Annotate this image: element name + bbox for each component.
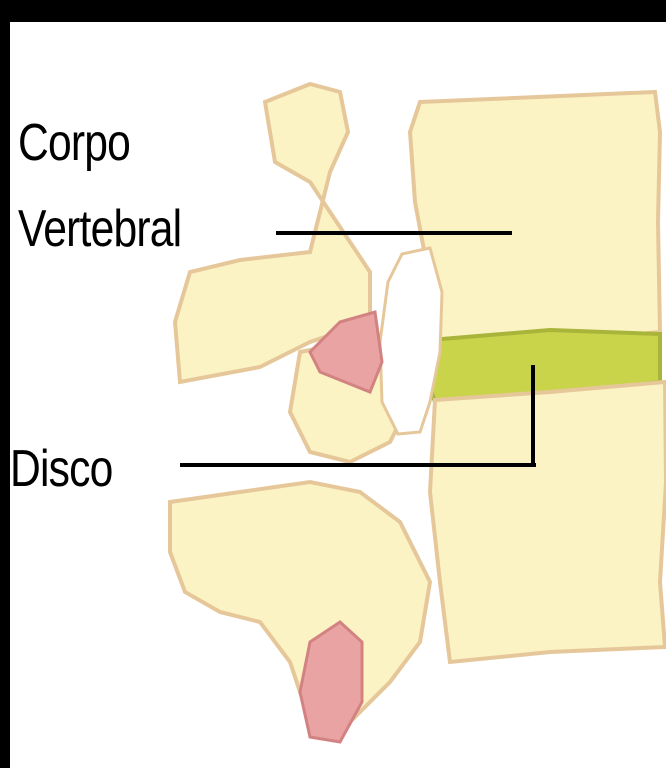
upper-vertebral-body <box>410 92 660 352</box>
label-corpo: Corpo <box>18 114 130 172</box>
label-disco: Disco <box>10 440 113 498</box>
lower-vertebral-body <box>430 382 666 662</box>
label-vertebral: Vertebral <box>18 200 181 258</box>
diagram-canvas: Corpo Vertebral Disco <box>10 22 666 768</box>
